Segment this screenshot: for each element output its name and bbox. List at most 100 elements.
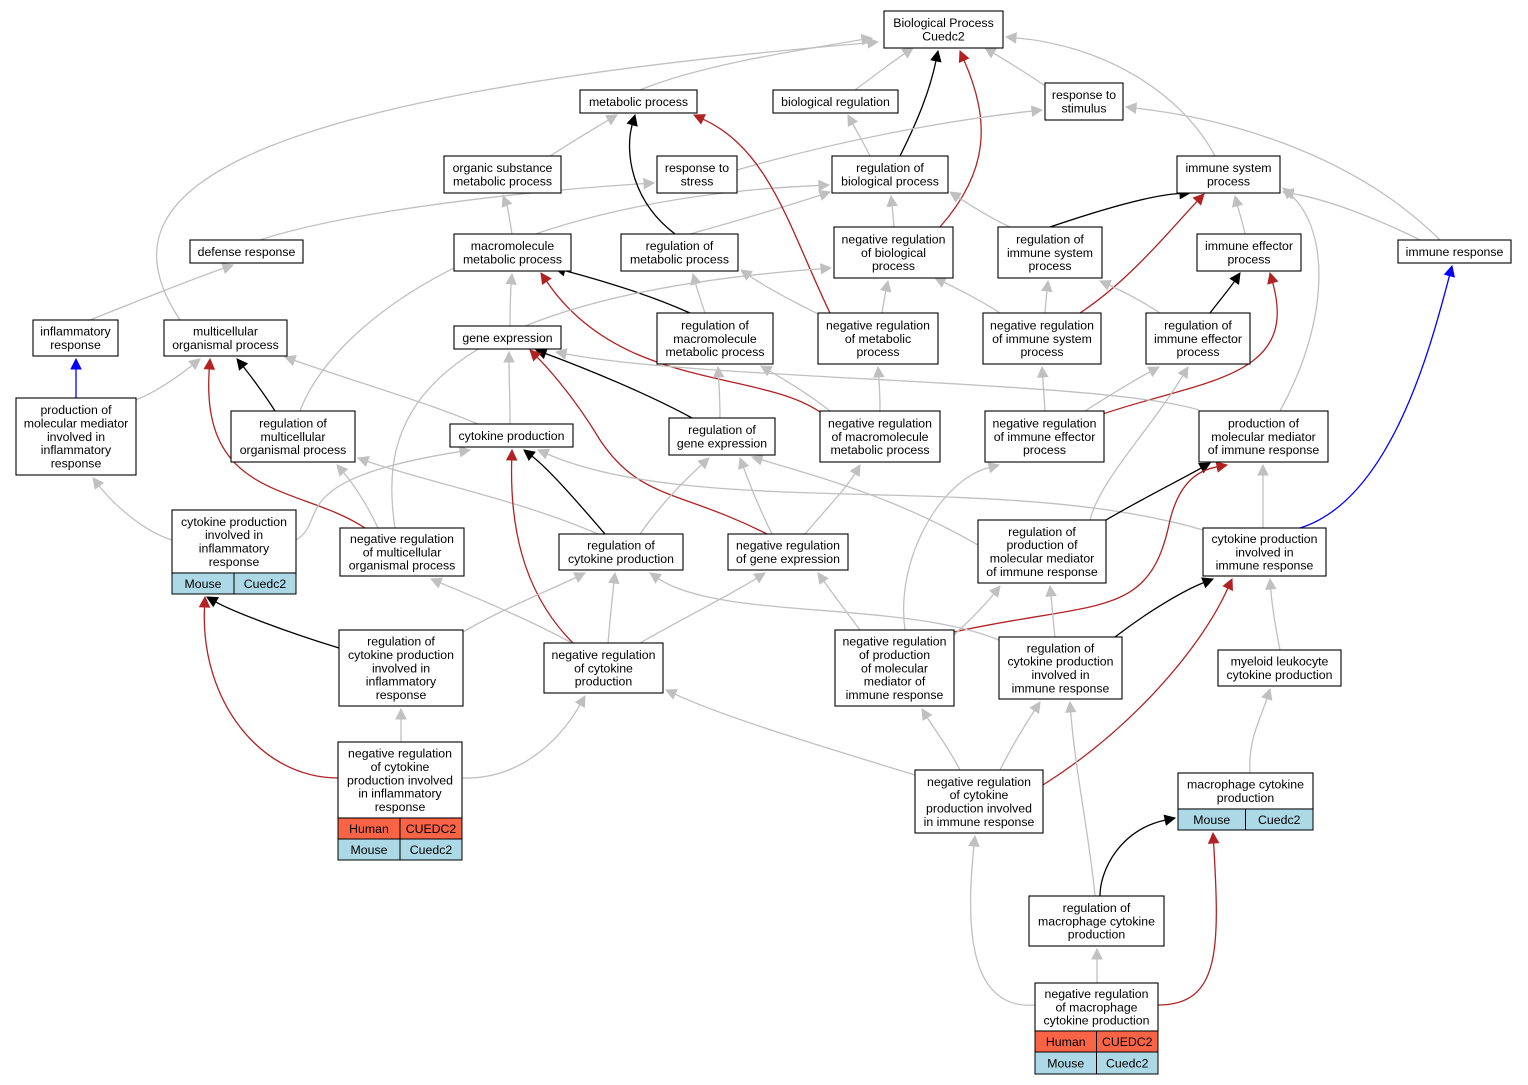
edge-negprodimm-to-neggene (817, 572, 861, 631)
node-box (833, 226, 954, 279)
node-geneexp[interactable]: gene expression (453, 325, 562, 350)
node-box (453, 233, 572, 272)
node-defense[interactable]: defense response (189, 239, 304, 264)
node-label-line: regulation of (681, 319, 749, 333)
node-box (1198, 410, 1329, 463)
node-box (15, 397, 137, 476)
arrowhead-icon (930, 49, 942, 63)
edge-prodimm-to-immsys (1279, 187, 1320, 412)
arrowhead-icon (605, 114, 618, 126)
edge-negcytimm-to-cytimm (1042, 577, 1233, 786)
node-box (1176, 155, 1281, 194)
edge-negcytimm-to-negcyt (664, 689, 916, 776)
edge-negmacrocyt-to-negcytimm (968, 834, 1036, 1006)
node-label-line: of molecular (861, 661, 928, 675)
node-label-line: negative regulation (348, 747, 452, 761)
node-metabolic[interactable]: metabolic process (579, 89, 698, 114)
arrowhead-icon (1064, 700, 1077, 713)
edge-line (1099, 819, 1166, 897)
edge-prodimm-to-geneexp (554, 348, 1200, 411)
edge-macro-to-orgsub (501, 194, 513, 235)
node-cytprod[interactable]: cytokine production (449, 423, 574, 448)
node-label-line: molecular mediator (990, 551, 1095, 565)
edge-line (242, 366, 276, 412)
edge-line (943, 281, 1001, 314)
node-label-line: macrophage cytokine (1187, 778, 1304, 792)
node-label-line: involved in (47, 430, 105, 444)
species-label: Human (349, 822, 389, 836)
node-label-line: of cytokine (371, 760, 430, 774)
edge-line (510, 459, 574, 644)
edge-negcytimm-to-regcytimm (999, 701, 1041, 771)
arrowhead-icon (1091, 947, 1103, 960)
node-label-line: regulation of (1164, 319, 1232, 333)
node-label-line: immune system (1185, 161, 1271, 175)
node-label-line: production involved (926, 801, 1032, 815)
edge-line (1049, 192, 1181, 228)
node-box (834, 629, 955, 707)
edge-prodinflam-to-inflam (70, 357, 82, 399)
edge-line (1249, 698, 1268, 774)
edge-line (203, 606, 339, 779)
arrowhead-icon (206, 596, 219, 608)
edge-negmulti-to-regmulti (336, 464, 379, 529)
node-label-line: gene expression (677, 436, 767, 450)
node-bioreg[interactable]: biological regulation (772, 89, 899, 114)
node-label-line: metabolic process (453, 174, 552, 188)
node-label-line: cytokine production (1044, 1014, 1150, 1028)
edge-negmulti-to-multi (203, 357, 366, 529)
node-box (163, 319, 288, 357)
edge-line (1084, 371, 1151, 412)
edge-line (1044, 290, 1048, 314)
gene-symbol: Cuedc2 (1258, 813, 1301, 827)
edge-negimmsys-to-immsys (1079, 193, 1205, 314)
node-label-line: Cuedc2 (922, 29, 965, 43)
edge-line (657, 578, 1000, 641)
edge-line (999, 710, 1036, 771)
node-immresp[interactable]: immune response (1397, 239, 1512, 264)
node-box (656, 155, 738, 194)
edge-negcyt-to-negmulti (429, 577, 573, 644)
node-label-line: regulation of (1016, 233, 1084, 247)
edge-negcyt-to-regcyt (607, 571, 620, 644)
